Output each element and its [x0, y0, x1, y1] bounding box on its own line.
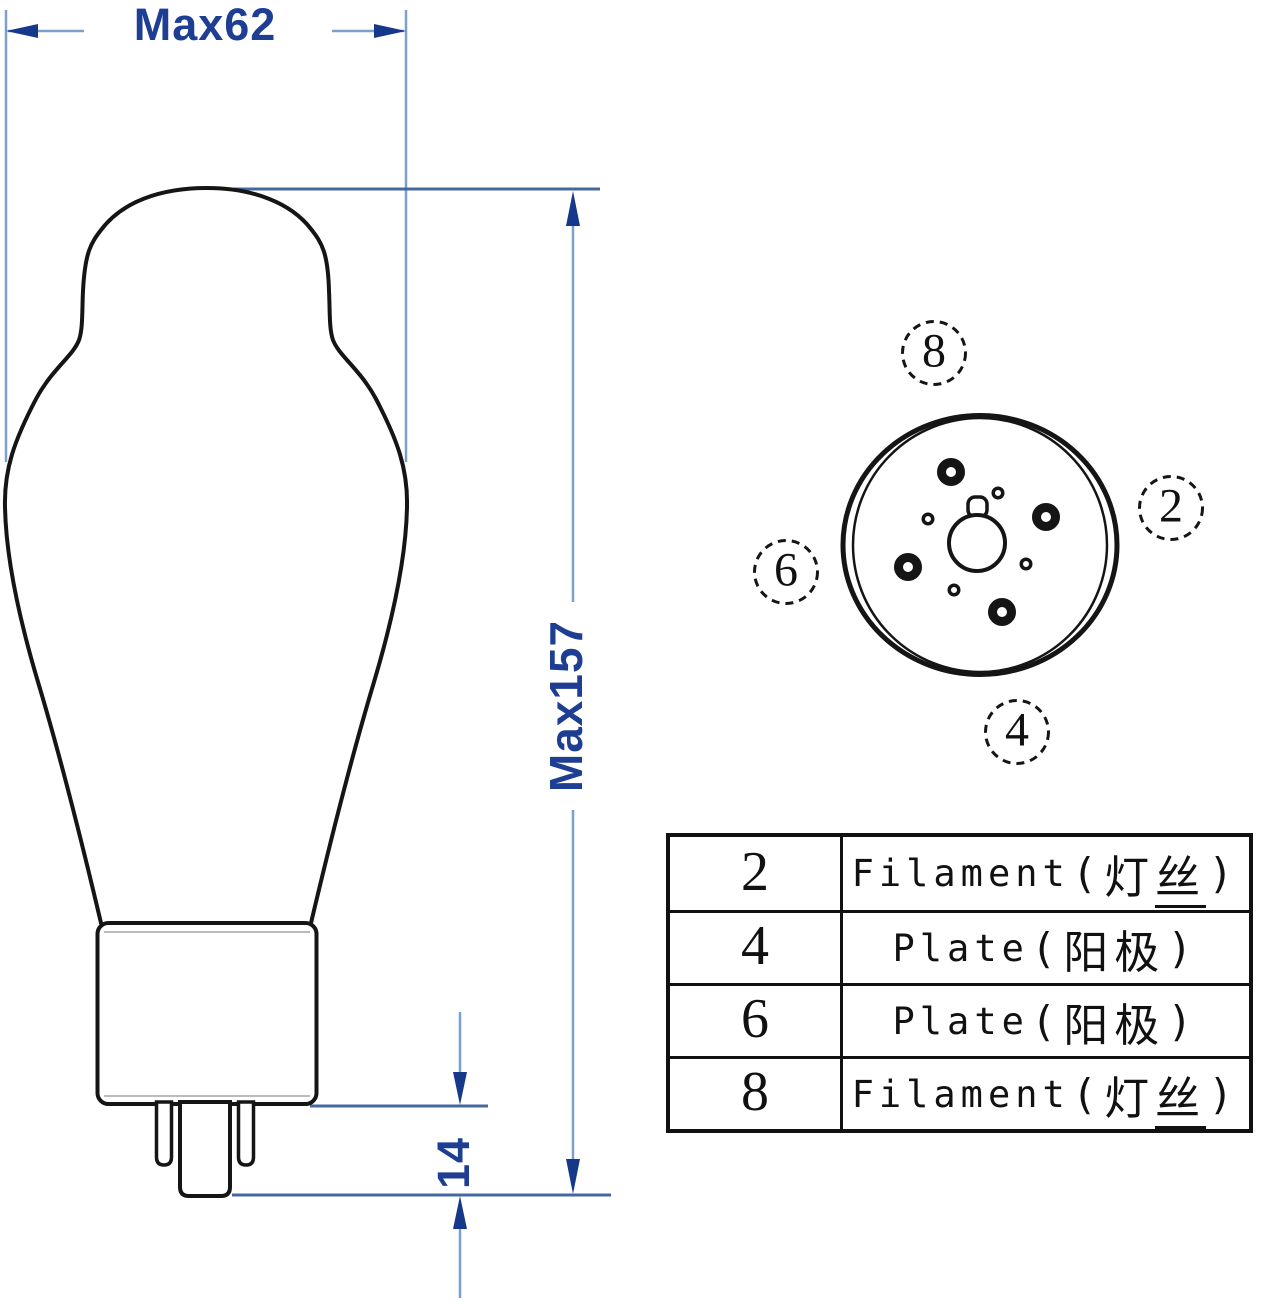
pin-thick-center [178, 1100, 232, 1198]
label-circle-6 [753, 539, 819, 605]
arrow-left-icon [6, 24, 38, 38]
arrow-down-small-icon [453, 1072, 467, 1105]
tube-base [95, 921, 319, 1106]
reference-lines [232, 187, 611, 1197]
pin-function-cell: Filament(灯丝) [843, 837, 1249, 910]
socket-label-2: 2 [1159, 479, 1183, 533]
pin-hole-6 [894, 553, 922, 581]
guide-dot-1 [991, 486, 1005, 500]
guide-dot-2 [921, 512, 935, 526]
arrow-up-icon [566, 191, 580, 226]
arrow-down-icon [566, 1159, 580, 1194]
socket-inner-circle [851, 416, 1109, 674]
socket-label-4: 4 [1005, 703, 1029, 757]
dimension-arrows [6, 24, 580, 1229]
pin-hole-8 [937, 458, 965, 486]
label-circle-8 [901, 320, 967, 386]
pin-function-cell: Plate(阳极) [892, 996, 1198, 1052]
guide-dot-3 [1019, 557, 1033, 571]
arrow-up-small-icon [453, 1196, 467, 1229]
table-row: 6 Plate(阳极) [670, 983, 1249, 1056]
label-circle-4 [984, 699, 1050, 765]
pin-number-cell: 6 [670, 986, 843, 1056]
max-height-dimension-label: Max157 [540, 619, 592, 793]
dimension-lines [4, 10, 575, 1298]
max-width-dimension-label: Max62 [133, 0, 277, 50]
pin-hole-2 [1032, 503, 1060, 531]
label-circle-2 [1138, 475, 1204, 541]
pin-number-cell: 2 [670, 837, 843, 910]
socket-label-8: 8 [922, 324, 946, 378]
guide-dot-4 [947, 583, 961, 597]
socket-bottom-view [753, 320, 1204, 765]
pin-function-cell: Plate(阳极) [892, 923, 1198, 979]
tube-glass-outline [2, 185, 410, 925]
pin-thin-right [236, 1100, 256, 1167]
pin-number-cell: 4 [670, 913, 843, 983]
pin-number-cell: 8 [670, 1059, 843, 1129]
socket-label-6: 6 [774, 543, 798, 597]
arrow-right-icon [374, 24, 406, 38]
pin-function-cell: Filament(灯丝) [843, 1059, 1249, 1129]
table-row: 4 Plate(阳极) [670, 910, 1249, 983]
pin-hole-4 [988, 598, 1016, 626]
pin-length-dimension-label: 14 [428, 1136, 479, 1190]
socket-center-hole [947, 513, 1007, 573]
pin-thin-left [154, 1100, 174, 1167]
